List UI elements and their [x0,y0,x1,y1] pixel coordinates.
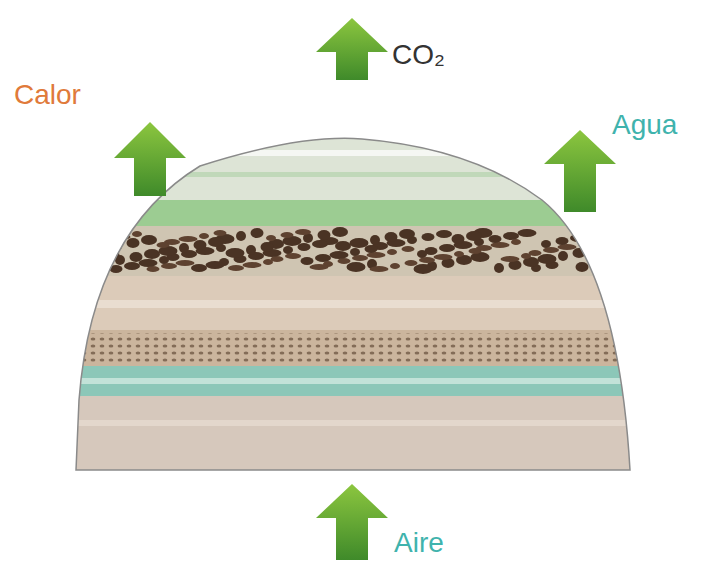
air-label: Aire [394,528,444,559]
co2-label: CO₂ [392,40,445,71]
heat-label: Calor [14,80,81,111]
air-arrow [316,484,388,560]
water-arrow [544,130,616,212]
heat-arrow [114,122,186,196]
co2-arrow [316,18,388,80]
water-label: Agua [612,110,677,141]
